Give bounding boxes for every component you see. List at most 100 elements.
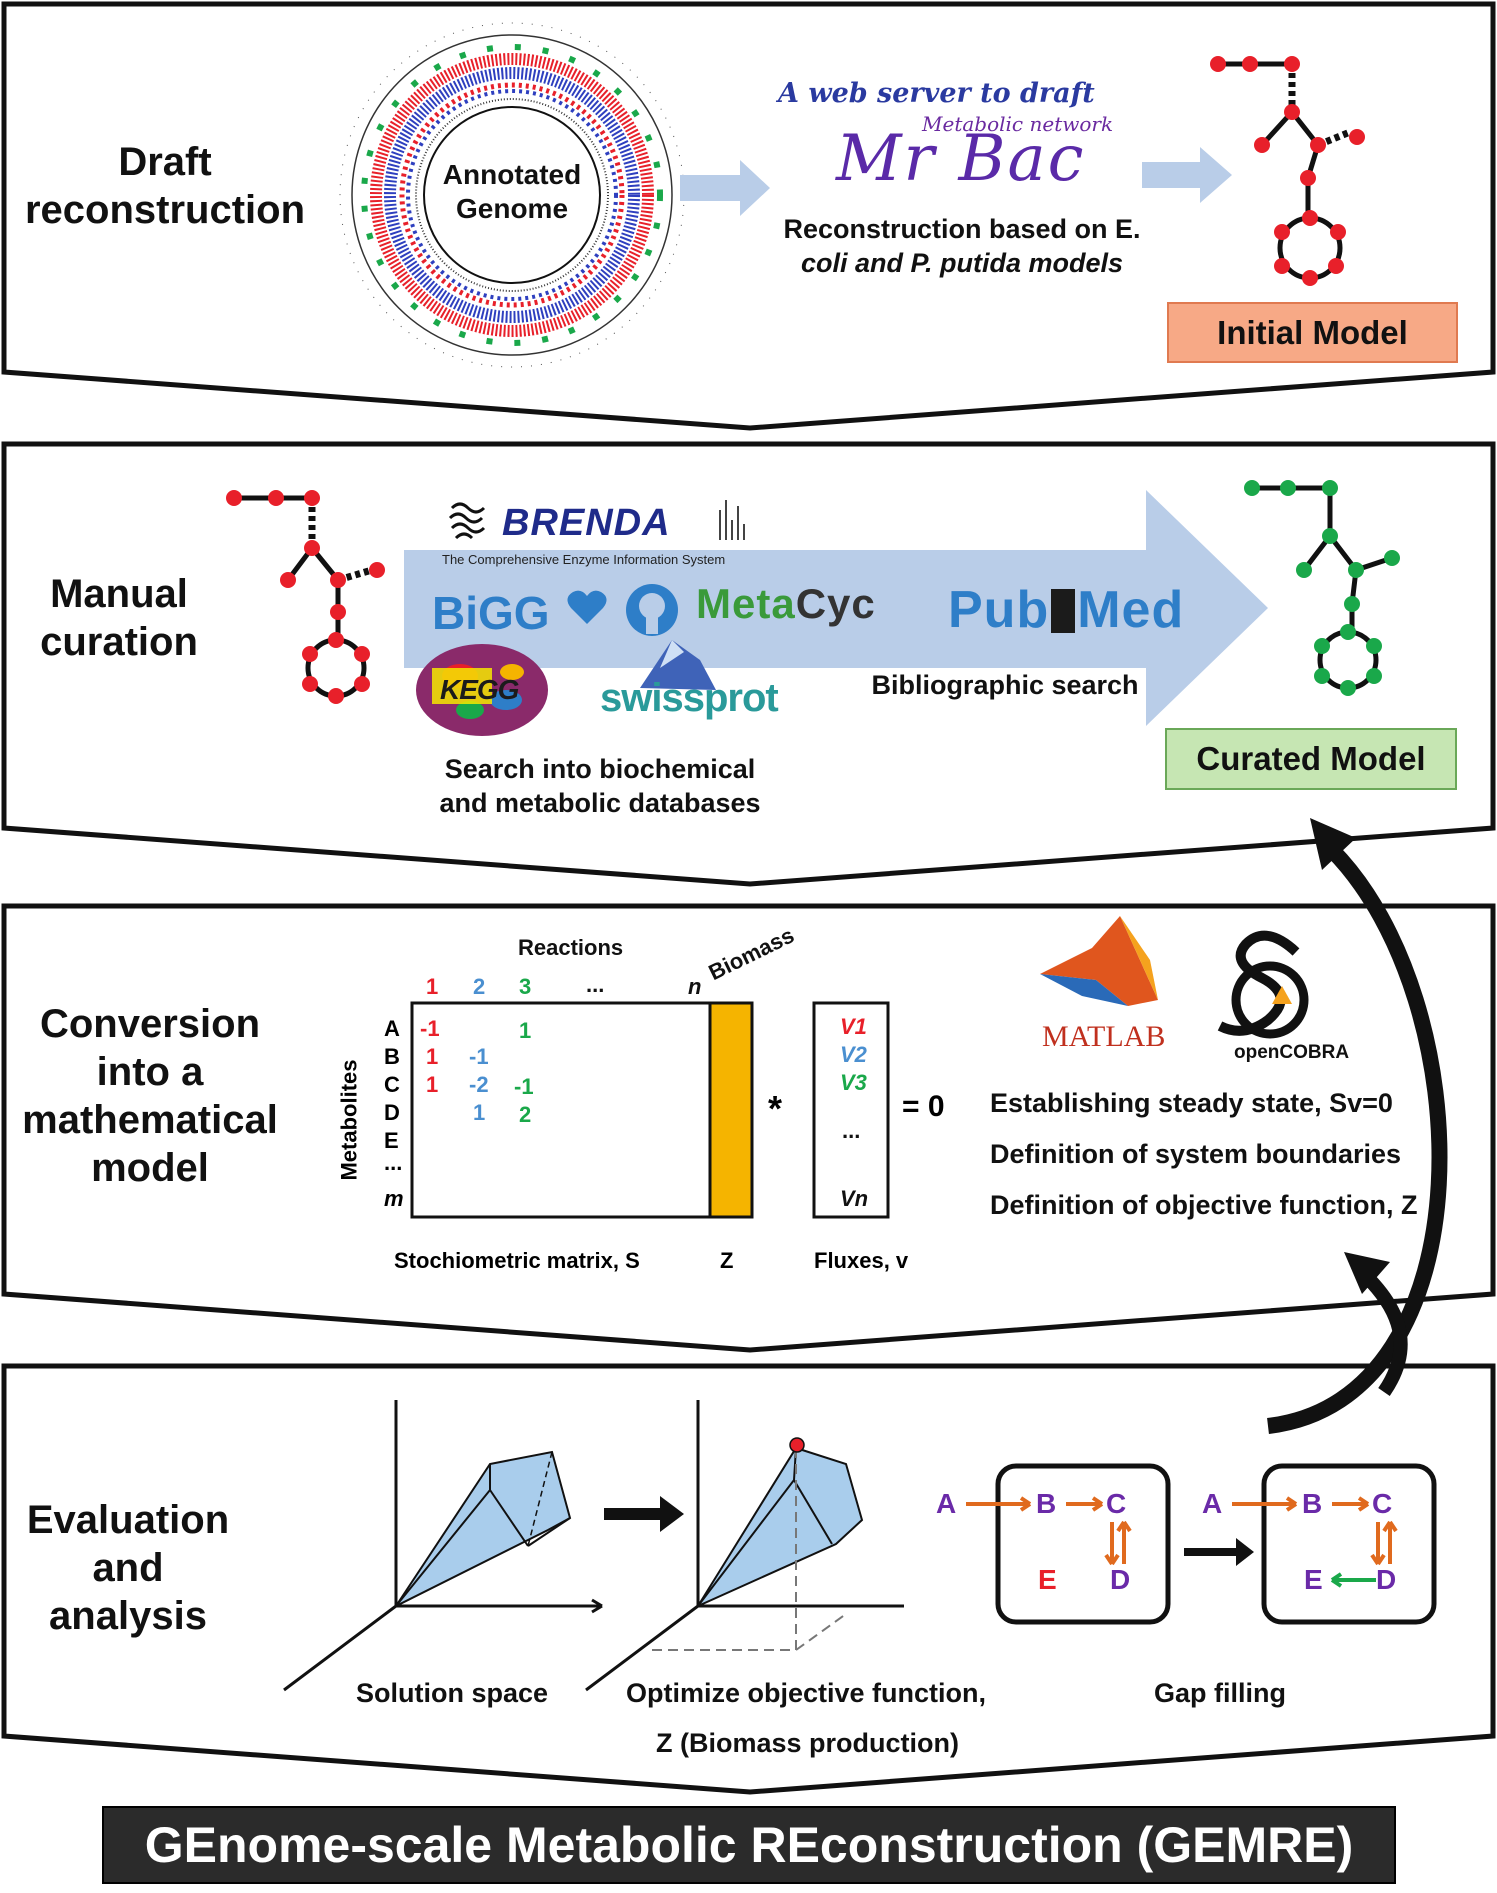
node-e-after: E (1304, 1564, 1323, 1595)
arrow-mrbac-to-initial (1142, 147, 1232, 203)
flux-caption: Fluxes, v (814, 1248, 909, 1273)
biblio-caption: Bibliographic search (871, 670, 1139, 700)
gap-caption: Gap filling (1154, 1678, 1286, 1708)
row-header-m: m (384, 1186, 404, 1211)
swissprot-mountain-icon (640, 640, 716, 690)
arrow-before-to-after (1184, 1538, 1254, 1566)
flux-v1: V1 (840, 1014, 867, 1039)
cell-a-3: 1 (519, 1018, 532, 1043)
feedback-arrowhead-large (1310, 818, 1356, 870)
evaluation-stage-label: Evaluation and analysis (26, 1498, 230, 1638)
flux-v3: V3 (840, 1070, 867, 1095)
equals-zero: = 0 (902, 1090, 945, 1123)
optimize-caption-1: Optimize objective function, (626, 1678, 987, 1708)
multiply-sign: * (768, 1088, 783, 1129)
kegg-icon (416, 644, 548, 736)
curation-stage-label: Manual curation (40, 572, 198, 664)
conversion-stage-label: Conversion into a mathematical model (22, 1002, 278, 1190)
opencobra-logo: openCOBRA (1234, 1042, 1350, 1063)
metacyc-part-a: Meta (696, 580, 796, 627)
edge-c-d-before (1104, 1520, 1132, 1566)
metacyc-logo: MetaCyc (696, 580, 876, 628)
cell-d-2: 1 (473, 1100, 486, 1125)
pubmed-part-a: Pub (948, 581, 1050, 639)
bigg-logo: BiGG (432, 587, 550, 639)
cell-b-2: -1 (469, 1044, 489, 1069)
matlab-membrane-icon (1040, 916, 1158, 1006)
mrbac-subtitle: Metabolic network (922, 112, 1114, 136)
cell-c-2: -2 (469, 1072, 489, 1097)
col-header-3: 3 (519, 974, 532, 999)
pubmed-book-icon (1051, 589, 1076, 633)
biomass-column-bar (708, 1001, 754, 1219)
z-caption: Z (720, 1248, 734, 1273)
node-b-before: B (1036, 1488, 1057, 1519)
curated-model-badge: Curated Model (1165, 728, 1457, 790)
flux-vn: Vn (840, 1186, 869, 1211)
flux-ellipsis: ... (842, 1118, 861, 1143)
swissprot-logo: swissprot (600, 676, 779, 720)
row-header-a: A (384, 1016, 400, 1041)
optimum-point (789, 1437, 805, 1453)
brenda-icon (448, 502, 486, 540)
step-objective: Definition of objective function, Z (990, 1190, 1418, 1220)
node-d-after: D (1376, 1564, 1397, 1595)
arrow-genome-to-mrbac (680, 160, 770, 216)
brenda-logo: BRENDA (502, 502, 671, 544)
opencobra-snake-icon (1217, 930, 1309, 1039)
row-header-e: E (384, 1128, 399, 1153)
col-header-2: 2 (473, 974, 486, 999)
optimize-caption-2: Z (Biomass production) (656, 1728, 959, 1758)
curation-flow-arrow (404, 490, 1268, 726)
node-a-after: A (1202, 1488, 1223, 1519)
cell-b-1: 1 (426, 1044, 439, 1069)
node-d-before: D (1110, 1564, 1131, 1595)
draft-stage-label: Draft reconstruction (24, 140, 306, 232)
step-steady-state: Establishing steady state, Sv=0 (990, 1088, 1393, 1118)
heart-icon (567, 590, 607, 624)
row-header-b: B (384, 1044, 400, 1069)
genome-label: Annotated Genome (442, 159, 582, 224)
matlab-logo: MATLAB (1042, 1020, 1166, 1053)
reactions-label: Reactions (518, 935, 624, 960)
opencobra-accent-icon (1272, 986, 1292, 1004)
gemre-title-banner: GEnome-scale Metabolic REconstruction (G… (102, 1806, 1396, 1884)
row-header-ellipsis: ... (384, 1150, 403, 1175)
flux-vector-frame (812, 1001, 890, 1219)
cell-d-3: 2 (519, 1102, 532, 1127)
row-header-c: C (384, 1072, 400, 1097)
metacyc-part-b: Cyc (795, 580, 876, 627)
step-boundaries: Definition of system boundaries (990, 1139, 1402, 1169)
feedback-arrowhead-small (1344, 1252, 1390, 1294)
node-b-after: B (1302, 1488, 1323, 1519)
node-c-after: C (1372, 1488, 1393, 1519)
solution-cone (393, 1450, 572, 1609)
gap-box-before (995, 1463, 1171, 1625)
feedback-arrow-small (1361, 1271, 1408, 1396)
matrix-frame (410, 1001, 754, 1219)
cell-c-3: -1 (514, 1074, 534, 1099)
mrbac-logo: Mr Bac (836, 122, 1086, 196)
col-header-n: n (688, 974, 702, 999)
row-header-d: D (384, 1100, 400, 1125)
matrix-caption: Stochiometric matrix, S (394, 1248, 640, 1273)
solution-caption: Solution space (356, 1678, 549, 1708)
github-icon (626, 584, 678, 636)
brenda-subtitle: The Comprehensive Enzyme Information Sys… (442, 552, 726, 567)
node-e-before: E (1038, 1564, 1057, 1595)
draft-caption-line1: Reconstruction based on E. (783, 214, 1141, 244)
mrbac-tagline: A web server to draft (778, 78, 1095, 109)
edge-d-e-gapfilled (1330, 1572, 1376, 1588)
col-header-1: 1 (426, 974, 439, 999)
